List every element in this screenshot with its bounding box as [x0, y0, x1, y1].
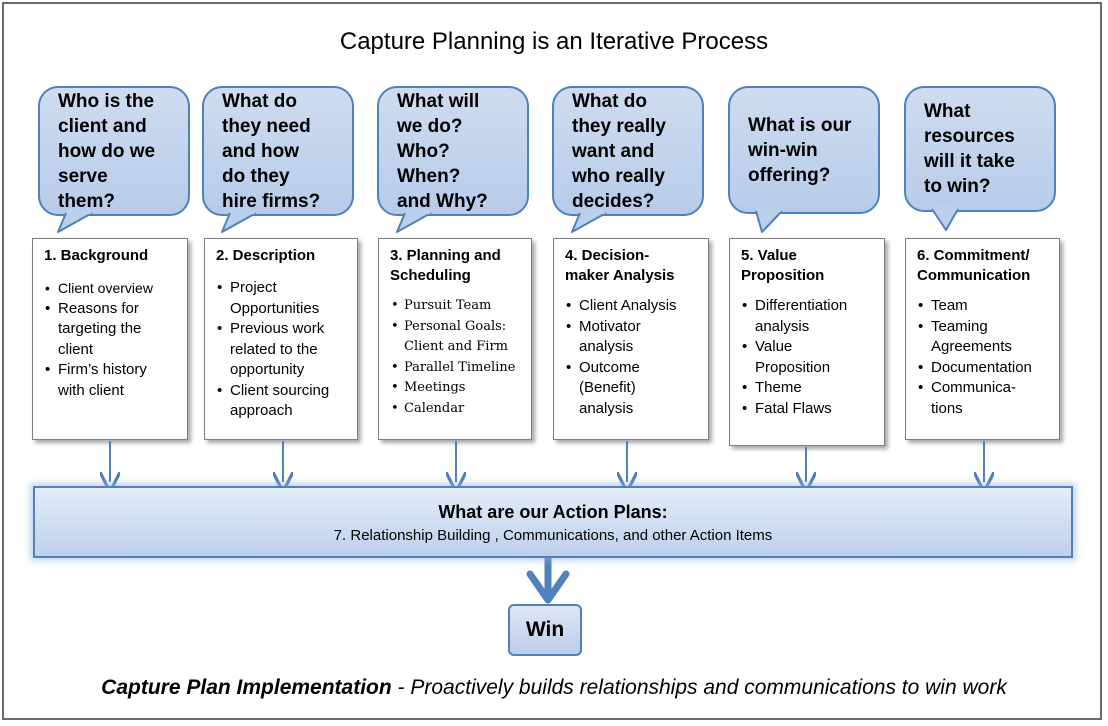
box-title: 3. Planning and Scheduling	[390, 247, 501, 284]
box-title: 6. Commitment/ Communication	[917, 247, 1031, 284]
win-box: Win	[508, 604, 582, 656]
bullet-item: Pursuit Team	[390, 296, 525, 317]
box-decision-maker: 4. Decision- maker Analysis Client Analy…	[553, 238, 709, 440]
box-title: 2. Description	[216, 247, 316, 264]
bubble-resources: What resources will it take to win?	[904, 86, 1056, 212]
footer-rest: - Proactively builds relationships and c…	[391, 676, 1007, 699]
win-arrow	[526, 558, 570, 604]
bubble-text: What do they really want and who really …	[572, 90, 666, 212]
bubble-offering: What is our win-win offering?	[728, 86, 880, 214]
action-plans-subtitle: 7. Relationship Building , Communication…	[333, 527, 773, 544]
box-title: 5. Value Proposition	[741, 247, 825, 284]
bubble-tail	[396, 212, 432, 233]
bubble-tail	[571, 212, 607, 233]
bullet-item: Outcome (Benefit) analysis	[565, 358, 702, 420]
bullet-item: Calendar	[390, 399, 525, 420]
bullet-list: Client overview Reasons for targeting th…	[44, 278, 181, 401]
bullet-item: Value Proposition	[741, 337, 878, 378]
bubble-tail	[221, 212, 257, 233]
bullet-item: Client Analysis	[565, 296, 702, 317]
box-title: 4. Decision- maker Analysis	[565, 247, 675, 284]
box-description: 2. Description Project Opportunities Pre…	[204, 238, 358, 440]
bullet-item: Reasons for targeting the client	[44, 299, 181, 361]
bubble-tail	[931, 208, 959, 231]
bullet-item: Team	[917, 296, 1053, 317]
bullet-list: Client Analysis Motivator analysis Outco…	[565, 296, 702, 419]
bubble-text: Who is the client and how do we serve th…	[58, 90, 156, 212]
bubble-plan: What will we do? Who? When? and Why?	[377, 86, 529, 216]
bubble-tail	[57, 212, 93, 233]
bullet-list: Team Teaming Agreements Documentation Co…	[917, 296, 1053, 419]
bullet-item: Parallel Timeline	[390, 358, 525, 379]
bullet-item: Client overview	[44, 278, 181, 299]
bullet-item: Previous work related to the opportunity	[216, 319, 351, 381]
footer-caption: Capture Plan Implementation - Proactivel…	[0, 676, 1108, 700]
bullet-item: Meetings	[390, 378, 525, 399]
box-value-proposition: 5. Value Proposition Differentiation ana…	[729, 238, 885, 446]
bubble-client: Who is the client and how do we serve th…	[38, 86, 190, 216]
bullet-item: Communica- tions	[917, 378, 1053, 419]
bubble-tails	[57, 205, 959, 233]
bullet-item: Client sourcing approach	[216, 381, 351, 422]
bullet-item: Differentiation analysis	[741, 296, 878, 337]
bullet-list: Project Opportunities Previous work rela…	[216, 278, 351, 422]
bullet-item: Project Opportunities	[216, 278, 351, 319]
bullet-item: Fatal Flaws	[741, 399, 878, 420]
bubble-text: What will we do? Who? When? and Why?	[397, 90, 488, 212]
box-title: 1. Background	[44, 247, 149, 264]
bubble-needs: What do they need and how do they hire f…	[202, 86, 354, 216]
action-plans-panel: What are our Action Plans: 7. Relationsh…	[33, 486, 1073, 558]
action-plans-title: What are our Action Plans:	[438, 502, 668, 522]
bullet-item: Teaming Agreements	[917, 317, 1053, 358]
footer-bold: Capture Plan Implementation	[101, 676, 392, 699]
win-label: Win	[525, 618, 565, 641]
bullet-list: Pursuit Team Personal Goals: Client and …	[390, 296, 525, 419]
box-planning: 3. Planning and Scheduling Pursuit Team …	[378, 238, 532, 440]
bubble-tail	[755, 210, 783, 233]
bubble-decides: What do they really want and who really …	[552, 86, 704, 216]
box-background: 1. Background Client overview Reasons fo…	[32, 238, 188, 440]
diagram-title: Capture Planning is an Iterative Process	[339, 28, 769, 55]
bullet-item: Firm’s history with client	[44, 360, 181, 401]
bubble-text: What do they need and how do they hire f…	[222, 90, 321, 212]
bullet-item: Personal Goals: Client and Firm	[390, 317, 525, 358]
bullet-item: Motivator analysis	[565, 317, 702, 358]
bubble-text: What resources will it take to win?	[924, 101, 1015, 197]
bullet-item: Documentation	[917, 358, 1053, 379]
box-commitment: 6. Commitment/ Communication Team Teamin…	[905, 238, 1060, 440]
bubble-text: What is our win-win offering?	[748, 114, 852, 186]
bullet-list: Differentiation analysis Value Propositi…	[741, 296, 878, 419]
bullet-item: Theme	[741, 378, 878, 399]
